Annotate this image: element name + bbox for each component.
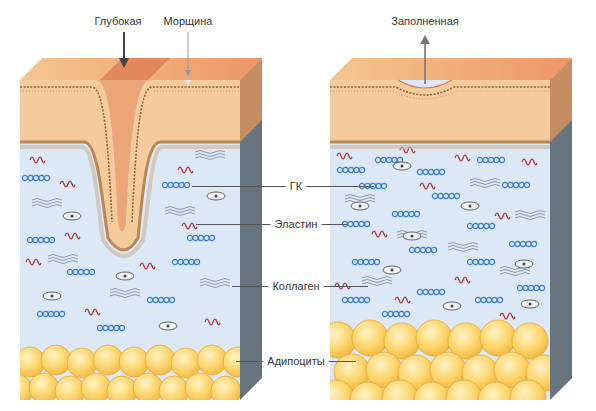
callout-label: Заполненная (391, 15, 458, 28)
part-label: ГК (290, 180, 302, 193)
part-label: Эластин (275, 218, 318, 231)
leader-line (321, 224, 348, 225)
leader-line (306, 186, 374, 187)
leader-line (324, 286, 368, 287)
callout-label: Морщина (164, 15, 213, 28)
leader-line (196, 224, 271, 225)
leader-line (232, 286, 268, 287)
leader-line (236, 361, 263, 362)
leader-line (329, 361, 356, 362)
leader-line (192, 186, 286, 187)
callout-label: Глубокая (95, 15, 142, 28)
part-label: Коллаген (272, 280, 319, 293)
part-label: Адипоциты (267, 355, 324, 368)
